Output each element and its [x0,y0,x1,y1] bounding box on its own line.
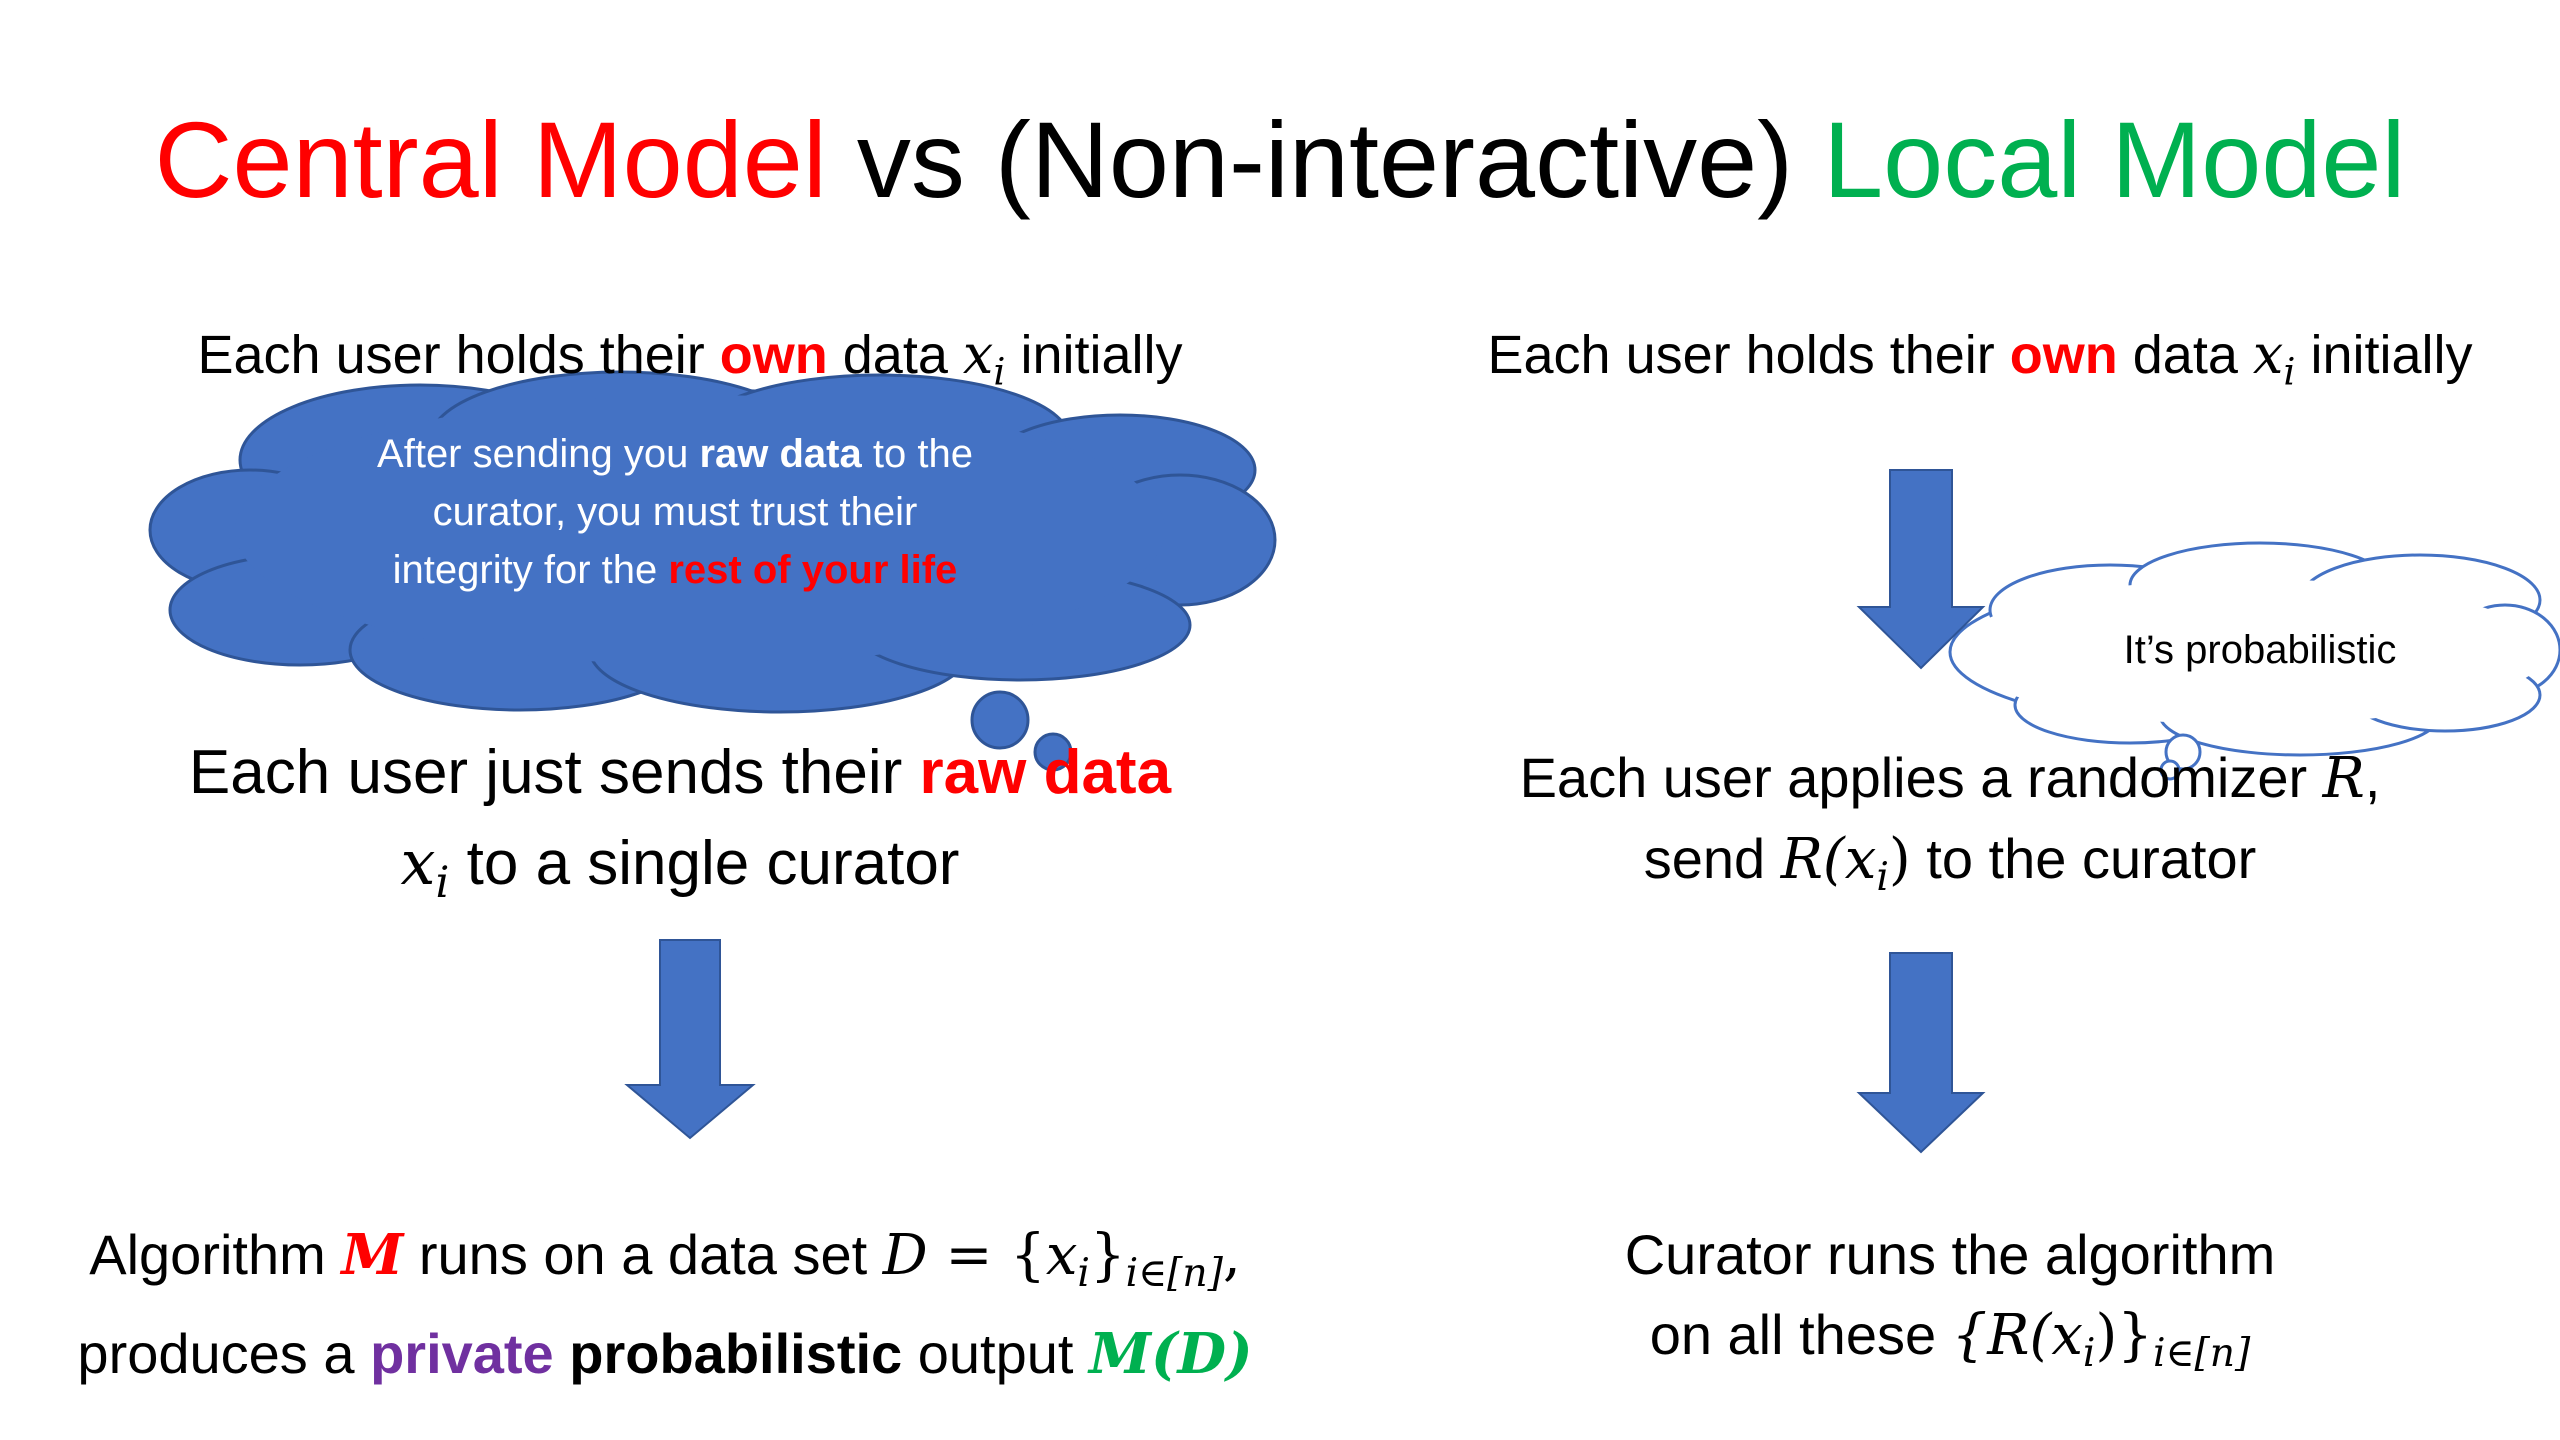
title-local-model: Local Model [1823,99,2406,220]
right-applies-text: Each user applies a randomizer R, send R… [1519,746,2381,900]
thought-cloud [1948,541,2560,757]
title-vs: vs (Non-interactive) [826,99,1824,220]
slide-title: Central Model vs (Non-interactive) Local… [0,95,2560,225]
down-arrow-right-top [1856,469,1986,670]
right-holds-text: Each user holds their own data xi initia… [1487,323,2473,394]
cloud-callout-text: After sending you raw data to the curato… [377,432,973,592]
cloud-bubble-large [970,690,1030,750]
left-algorithm-text: Algorithm M runs on a data set D = {xi}i… [77,1222,1253,1387]
left-holds-text: Each user holds their own data xi initia… [197,323,1183,394]
cloud-bubble-small [1033,732,1073,772]
cloud-callout [148,370,1277,714]
thought-cloud-text: It’s probabilistic [2123,628,2397,672]
down-arrow-left [624,939,756,1140]
left-sends-text: Each user just sends their raw data xi t… [188,738,1172,909]
right-curator-text: Curator runs the algorithm on all these … [1624,1223,2276,1376]
down-arrow-right-bottom [1856,952,1986,1154]
thought-bubble-large [2164,733,2202,771]
title-central-model: Central Model [154,99,827,220]
thought-bubble-small [2159,759,2181,781]
